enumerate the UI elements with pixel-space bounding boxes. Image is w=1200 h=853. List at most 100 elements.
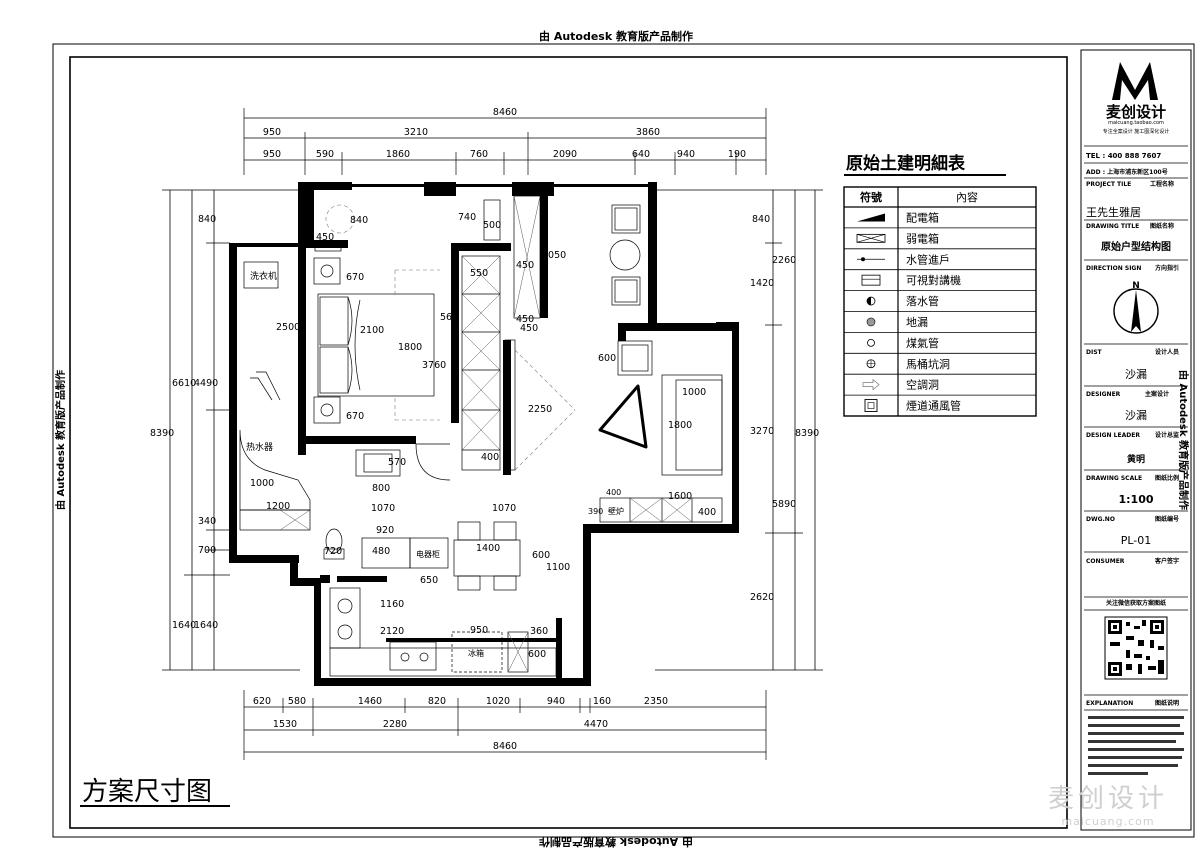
room-dim-23: 1400 (476, 543, 500, 554)
tb-direction-label-cn: 方向指引 (1155, 264, 1179, 272)
distribution-box-icon (857, 213, 885, 222)
room-dim-11: 450 (516, 260, 534, 271)
room-dim-31: 360 (530, 626, 548, 637)
tb-consumer-label: CONSUMER (1086, 558, 1125, 565)
bottom-dim-row1-5: 940 (547, 696, 565, 707)
gas-pipe-icon (867, 338, 875, 347)
tb-drawing-title-label-cn: 图纸名称 (1150, 222, 1174, 230)
tb-scale: 1:100 (1118, 493, 1153, 506)
right-dim-5: 5890 (772, 499, 796, 510)
room-dim-27: 1100 (546, 562, 570, 573)
left-dim-1: 6610 (172, 378, 196, 389)
tb-designer-label: DESIGNER (1086, 391, 1121, 398)
left-dim-3: 2500 (276, 322, 300, 333)
left-dim-0: 840 (198, 214, 216, 225)
left-dim-7: 8390 (150, 428, 174, 439)
room-dim-12: 2050 (542, 250, 566, 261)
right-dim-2: 1420 (750, 278, 774, 289)
watermark-left: 由 Autodesk 教育版产品制作 (54, 370, 67, 510)
top-dim-row2-1: 3210 (404, 127, 428, 138)
room-dim-20: 800 (372, 483, 390, 494)
left-dim-5: 340 (198, 516, 216, 527)
room-dim-33: 720 (324, 546, 342, 557)
legend-item-label: 落水管 (906, 294, 939, 308)
right-dim-0: 840 (752, 214, 770, 225)
left-dimensions: 840 6610 4490 2500 1000 340 700 8390 164… (150, 189, 300, 671)
top-dim-row3-5: 640 (632, 149, 650, 160)
tb-explanation-label: EXPLANATION (1086, 700, 1133, 707)
title-block: 麦创设计 maicuang.taobao.com 专注全案设计 施工图深化设计 … (1080, 49, 1192, 831)
label-wall-boiler: 壁炉 (608, 506, 624, 516)
room-dim-2: 670 (346, 272, 364, 283)
left-dim-6: 700 (198, 545, 216, 556)
bottom-dim-row2-2: 4470 (584, 719, 608, 730)
bottom-dim-row2-0: 1530 (273, 719, 297, 730)
right-dim-6: 2620 (750, 592, 774, 603)
room-dim-28: 1160 (380, 599, 404, 610)
tb-leader-label-cn: 设计总监 (1155, 431, 1179, 439)
watermark-right: 由 Autodesk 教育版产品制作 (1177, 370, 1190, 510)
room-dim-15: 2250 (528, 404, 552, 415)
tb-drawing-title-label: DRAWING TITLE (1086, 223, 1139, 230)
intercom-icon (861, 274, 881, 286)
bottom-dim-row2-1: 2280 (383, 719, 407, 730)
north-arrow-icon (1113, 288, 1159, 334)
room-dim-26: 650 (420, 575, 438, 586)
tb-designer-name: 沙漏 (1125, 409, 1147, 422)
brand-logo-icon (1112, 62, 1158, 100)
left-dim-9: 1640 (194, 620, 218, 631)
tb-dist-label-cn: 设计人员 (1155, 348, 1179, 356)
brand-tagline: 专注全案设计 施工图深化设计 (1103, 128, 1170, 135)
wardrobe (461, 255, 501, 471)
tb-scale-label: DRAWING SCALE (1086, 475, 1142, 482)
top-dim-row3-7: 190 (728, 149, 746, 160)
room-dim-39: 400 (698, 507, 716, 518)
room-dimensions: 840 450 670 2100 1800 670 560 3760 550 7… (266, 212, 716, 660)
right-dimensions: 840 2260 1420 3270 8390 5890 2620 (655, 189, 823, 671)
room-dim-5: 670 (346, 411, 364, 422)
room-dim-17: 1070 (371, 503, 395, 514)
brand-sub: maicuang.taobao.com (1108, 120, 1164, 126)
ac-hole-icon (862, 378, 880, 391)
legend-item-label: 配電箱 (906, 210, 939, 224)
legend: 原始土建明細表 符號 內容 (843, 153, 1037, 417)
legend-item-label: 地漏 (906, 316, 928, 329)
tb-dist-name: 沙漏 (1125, 368, 1147, 381)
bottom-dim-row1-2: 1460 (358, 696, 382, 707)
nightstand-top (313, 257, 341, 285)
toilet-pit-icon (866, 359, 876, 369)
tb-scale-label-cn: 图纸比例 (1155, 474, 1179, 482)
top-dim-row3-4: 2090 (553, 149, 577, 160)
tb-dist-label: DIST (1086, 349, 1103, 356)
room-dim-16: 400 (481, 452, 499, 463)
left-dim-4: 1000 (250, 478, 274, 489)
legend-item-label: 水管進戶 (906, 252, 950, 266)
brand-name: 麦创设计 (1106, 103, 1166, 121)
bottom-dimensions: 620 580 1460 820 1020 940 160 2350 1530 … (243, 690, 767, 760)
footer-brand: 麦创设计 (1048, 784, 1168, 814)
floor-drain-icon (866, 317, 876, 327)
legend-item-label: 馬桶坑洞 (906, 357, 950, 371)
top-dim-row3-6: 940 (677, 149, 695, 160)
bottom-dim-row1-1: 580 (288, 696, 306, 707)
room-dim-4: 1800 (398, 342, 422, 353)
coffee-table (598, 384, 648, 449)
room-dim-10: 500 (483, 220, 501, 231)
top-dimensions: 8460 950 3210 3860 950 590 1860 760 2090… (243, 107, 767, 175)
footer-brand-sub: maicuang.com (1061, 815, 1154, 828)
tb-explanation-label-cn: 图纸说明 (1155, 699, 1179, 707)
tb-drawing-name: 原始户型结构图 (1101, 240, 1171, 253)
bottom-dim-row1-0: 620 (253, 696, 271, 707)
room-dim-35: 1000 (682, 387, 706, 398)
tb-project-name: 王先生雅居 (1086, 205, 1141, 219)
room-dim-30: 950 (470, 625, 488, 636)
legend-item-label: 空調洞 (906, 378, 939, 392)
dining-table (453, 539, 521, 577)
top-dim-total: 8460 (493, 107, 517, 118)
label-water-heater: 热水器 (246, 441, 273, 453)
bottom-dim-row1-3: 820 (428, 696, 446, 707)
room-dim-18: 1070 (492, 503, 516, 514)
tb-designer-label-cn: 主案设计 (1145, 390, 1169, 398)
